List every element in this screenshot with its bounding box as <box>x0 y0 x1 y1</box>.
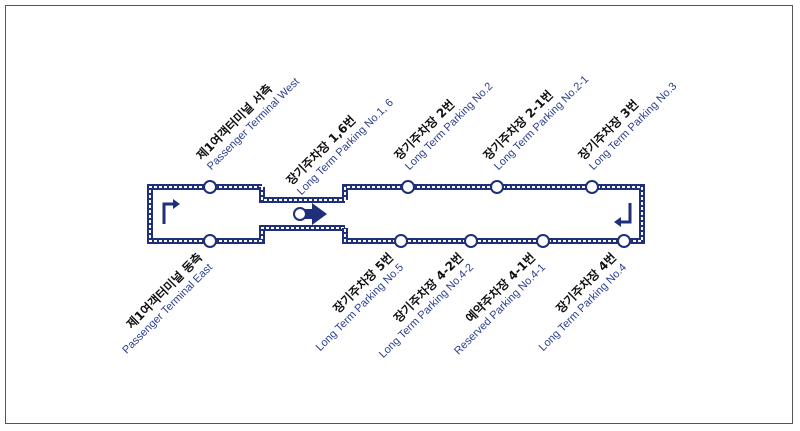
turn-arrow-icon <box>162 199 180 224</box>
stop-terminal-east <box>203 234 217 248</box>
label-terminal-west: 제1여객터미널 서측 Passenger Terminal West <box>193 76 302 173</box>
stop-parking-4 <box>617 234 631 248</box>
label-terminal-east: 제1여객터미널 동측 Passenger Terminal East <box>120 250 215 357</box>
stop-parking-2 <box>401 180 415 194</box>
stop-parking-1-6 <box>293 207 307 221</box>
stop-name-en: Long Term Parking No.2-1 <box>492 74 591 173</box>
stop-parking-5 <box>394 234 408 248</box>
stop-terminal-west <box>203 180 217 194</box>
label-parking-1-6: 장기주차장 1,6번 Long Term Parking No.1, 6 <box>283 97 396 198</box>
label-parking-3: 장기주차장 3번 Long Term Parking No.3 <box>575 80 679 172</box>
stop-parking-3 <box>585 180 599 194</box>
diagram-frame <box>5 5 793 424</box>
stop-parking-2-1 <box>490 180 504 194</box>
stop-name-en: Passenger Terminal West <box>205 76 302 173</box>
direction-arrow-icon <box>300 203 327 225</box>
stop-name-en: Long Term Parking No.1, 6 <box>295 97 396 198</box>
label-parking-2-1: 장기주차장 2-1번 Long Term Parking No.2-1 <box>480 74 591 173</box>
stop-name-en: Passenger Terminal East <box>120 262 215 357</box>
stop-reserved-4-1 <box>536 234 550 248</box>
label-parking-2: 장기주차장 2번 Long Term Parking No.2 <box>391 80 495 172</box>
route-line-right-loop <box>342 184 645 244</box>
stop-parking-4-2 <box>464 234 478 248</box>
turn-arrow-icon <box>614 203 632 227</box>
